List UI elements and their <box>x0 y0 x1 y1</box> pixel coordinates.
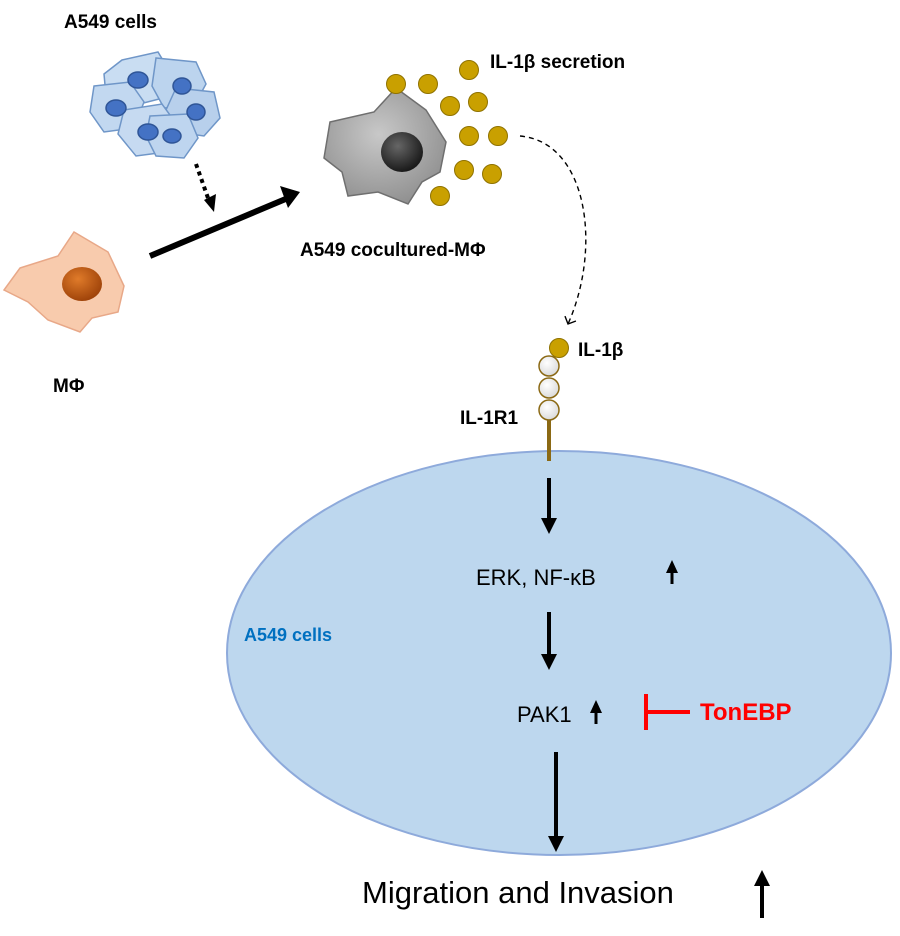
up-arrow-erk <box>666 560 678 584</box>
label-macrophage: MΦ <box>53 376 85 397</box>
label-il1b-secretion: IL-1β secretion <box>490 52 625 73</box>
pathway-arrow-3 <box>548 752 564 852</box>
label-il1r1: IL-1R1 <box>460 408 519 429</box>
inhibition-symbol <box>644 694 690 730</box>
il1r1-receptor-icon <box>538 355 560 461</box>
il1b-bound-dot <box>549 338 569 358</box>
up-arrow-outcome <box>754 870 770 918</box>
label-outcome: Migration and Invasion <box>362 875 674 910</box>
label-il1b: IL-1β <box>578 340 623 361</box>
dashed-curved-arrow <box>519 135 587 325</box>
label-erk-nfkb: ERK, NF-κB <box>476 565 596 590</box>
label-a549-cells-top: A549 cells <box>64 12 157 33</box>
pathway-arrow-1 <box>541 478 557 534</box>
label-a549-cells-inner: A549 cells <box>244 625 332 645</box>
up-arrow-pak1 <box>590 700 602 724</box>
cocultured-macrophage-icon <box>323 86 447 205</box>
activation-arrow <box>148 186 300 259</box>
il1b-secretion-dots <box>386 60 508 206</box>
label-pak1: PAK1 <box>517 702 572 727</box>
label-tonebp: TonEBP <box>700 699 792 726</box>
a549-cell-cluster-icon <box>89 51 221 159</box>
label-cocultured-macrophage: A549 cocultured-MΦ <box>300 240 486 261</box>
pathway-arrow-2 <box>541 612 557 670</box>
dotted-arrow <box>194 163 216 212</box>
a549-cell-body <box>226 450 892 856</box>
macrophage-icon <box>2 230 125 333</box>
